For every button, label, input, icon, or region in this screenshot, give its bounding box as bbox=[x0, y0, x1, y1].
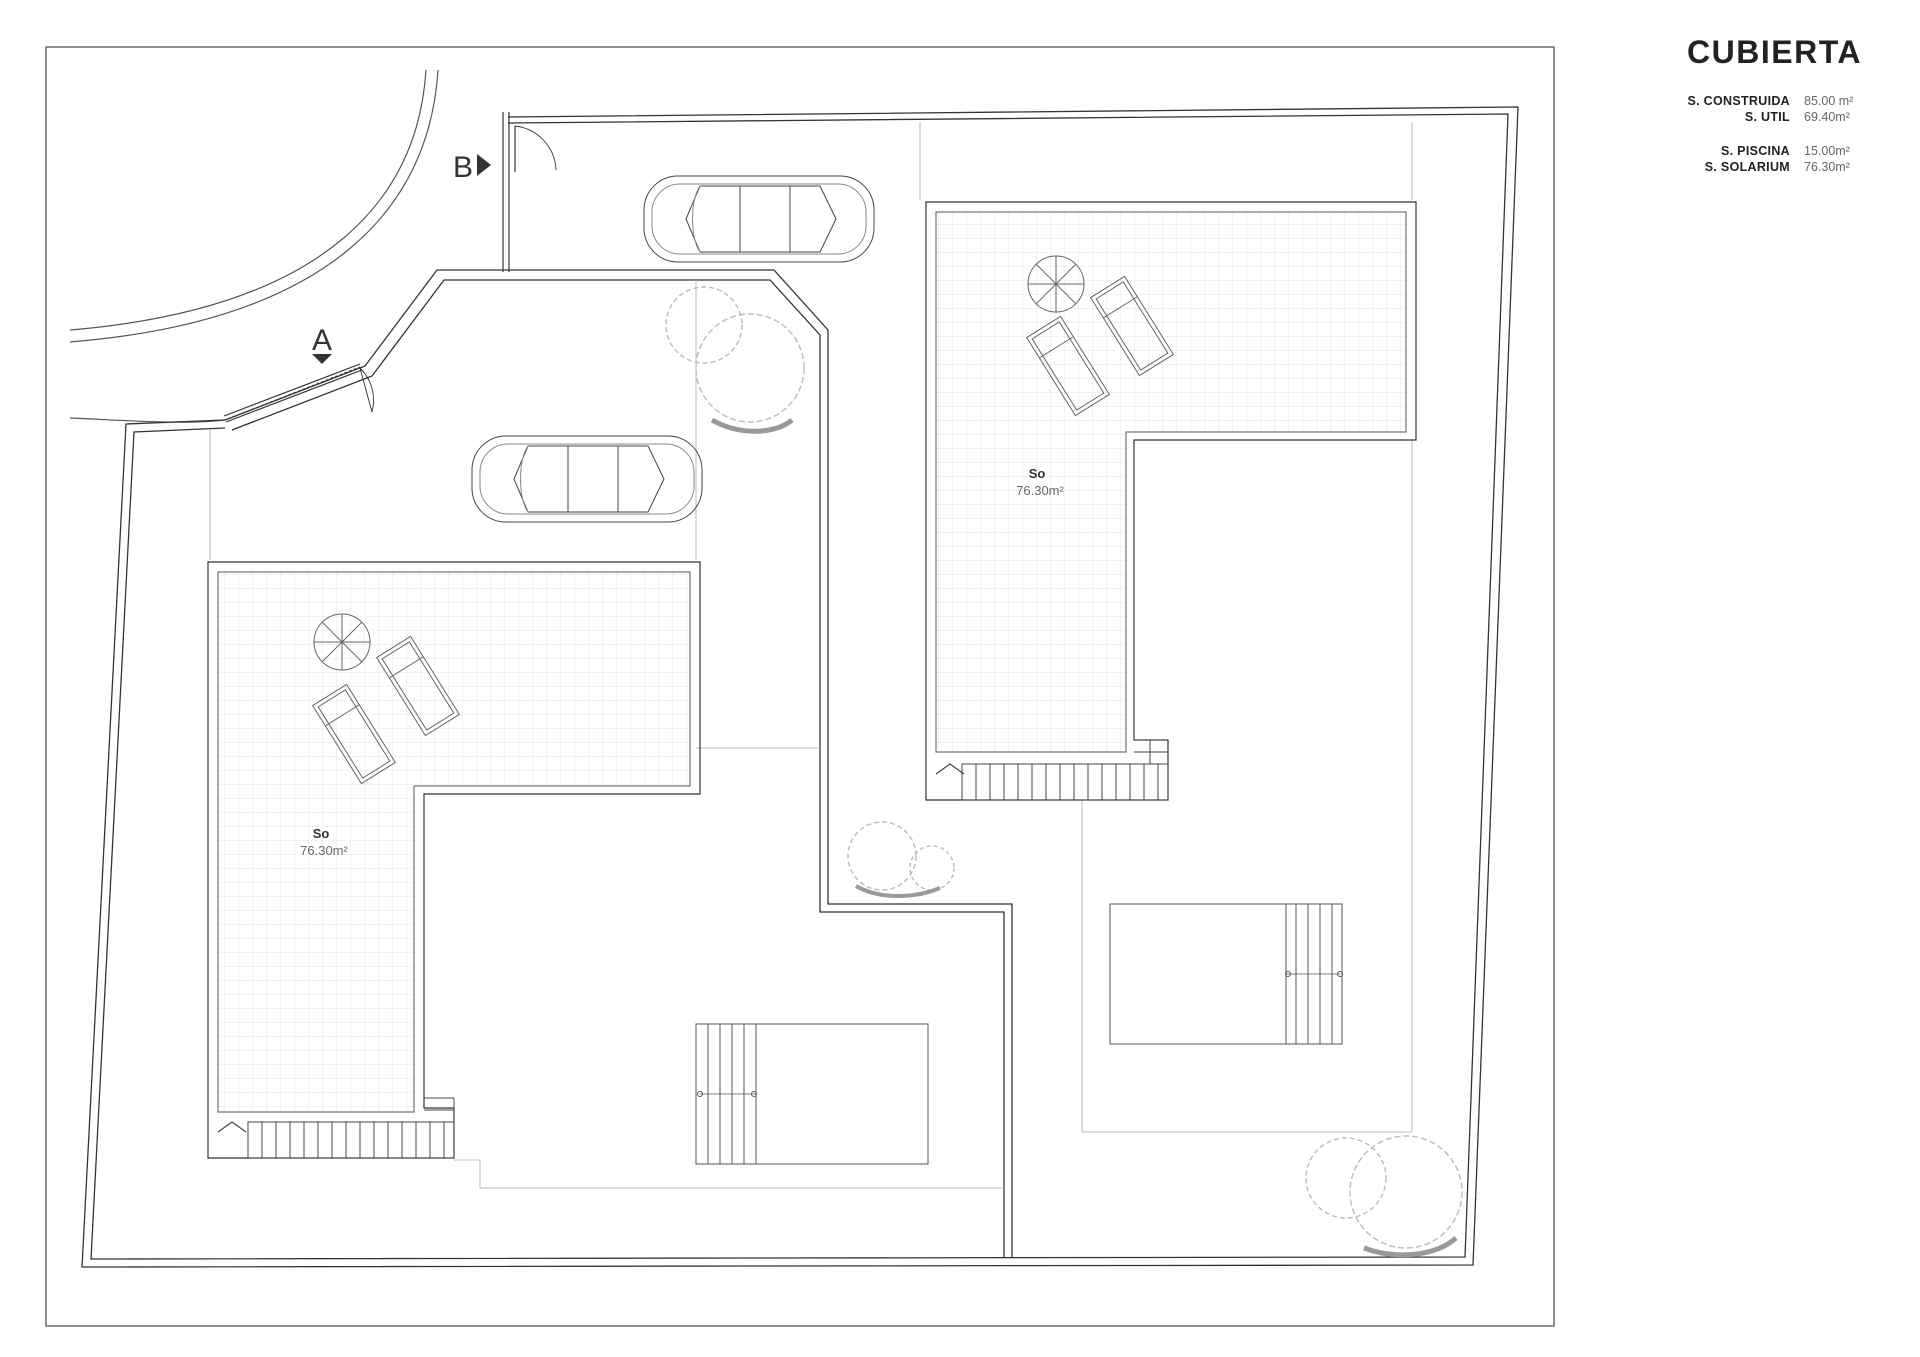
area-row-solarium: S. SOLARIUM 76.30m² bbox=[1600, 159, 1870, 175]
street-curve bbox=[69, 69, 439, 423]
area-label: S. PISCINA bbox=[1721, 144, 1790, 158]
car-middle bbox=[471, 435, 703, 523]
access-a-label: A bbox=[312, 324, 332, 357]
car-top bbox=[643, 175, 875, 263]
parasol-left bbox=[313, 613, 371, 671]
right-solarium-label: So bbox=[1029, 466, 1046, 481]
parasol-right bbox=[1027, 255, 1085, 313]
right-house-walls bbox=[919, 122, 1413, 1133]
left-solarium-label: So bbox=[313, 826, 330, 841]
left-house-inner-lines bbox=[209, 280, 1004, 1189]
left-pool bbox=[695, 1023, 929, 1165]
right-solarium bbox=[925, 201, 1417, 801]
left-stair bbox=[217, 1097, 455, 1159]
drawing-frame bbox=[45, 46, 1555, 1327]
tree-middle bbox=[847, 821, 955, 898]
access-b-label: B bbox=[453, 151, 473, 184]
gate-a bbox=[223, 363, 375, 423]
right-stair bbox=[935, 739, 1169, 801]
legend-spacer bbox=[1600, 125, 1870, 143]
sunbeds-right bbox=[1025, 275, 1175, 417]
area-row-piscina: S. PISCINA 15.00m² bbox=[1600, 143, 1870, 159]
gate-b bbox=[502, 112, 557, 272]
area-row-util: S. UTIL 69.40m² bbox=[1600, 109, 1870, 125]
tree-bottom-right bbox=[1305, 1135, 1463, 1258]
area-value: 15.00m² bbox=[1804, 144, 1850, 158]
area-label: S. SOLARIUM bbox=[1704, 160, 1790, 174]
page-title: CUBIERTA bbox=[1687, 34, 1862, 70]
area-label: S. UTIL bbox=[1744, 110, 1790, 124]
left-house-walls bbox=[224, 269, 1013, 1257]
access-a-marker bbox=[312, 354, 332, 364]
sunbeds-left bbox=[311, 635, 461, 785]
area-table: S. CONSTRUIDA 85.00 m² S. UTIL 69.40m² S… bbox=[1600, 93, 1870, 175]
area-value: 69.40m² bbox=[1804, 110, 1850, 124]
area-value: 76.30m² bbox=[1804, 160, 1850, 174]
left-solarium bbox=[207, 561, 701, 1159]
area-value: 85.00 m² bbox=[1804, 94, 1854, 108]
area-label: S. CONSTRUIDA bbox=[1687, 94, 1790, 108]
right-solarium-area: 76.30m² bbox=[1016, 483, 1064, 498]
area-row-construida: S. CONSTRUIDA 85.00 m² bbox=[1600, 93, 1870, 109]
right-pool bbox=[1109, 903, 1343, 1045]
plot-boundary bbox=[81, 106, 1519, 1268]
area-legend: CUBIERTA S. CONSTRUIDA 85.00 m² S. UTIL … bbox=[1600, 34, 1870, 175]
access-b-marker bbox=[477, 154, 491, 176]
left-solarium-area: 76.30m² bbox=[300, 843, 348, 858]
tree-top-left bbox=[665, 286, 805, 434]
